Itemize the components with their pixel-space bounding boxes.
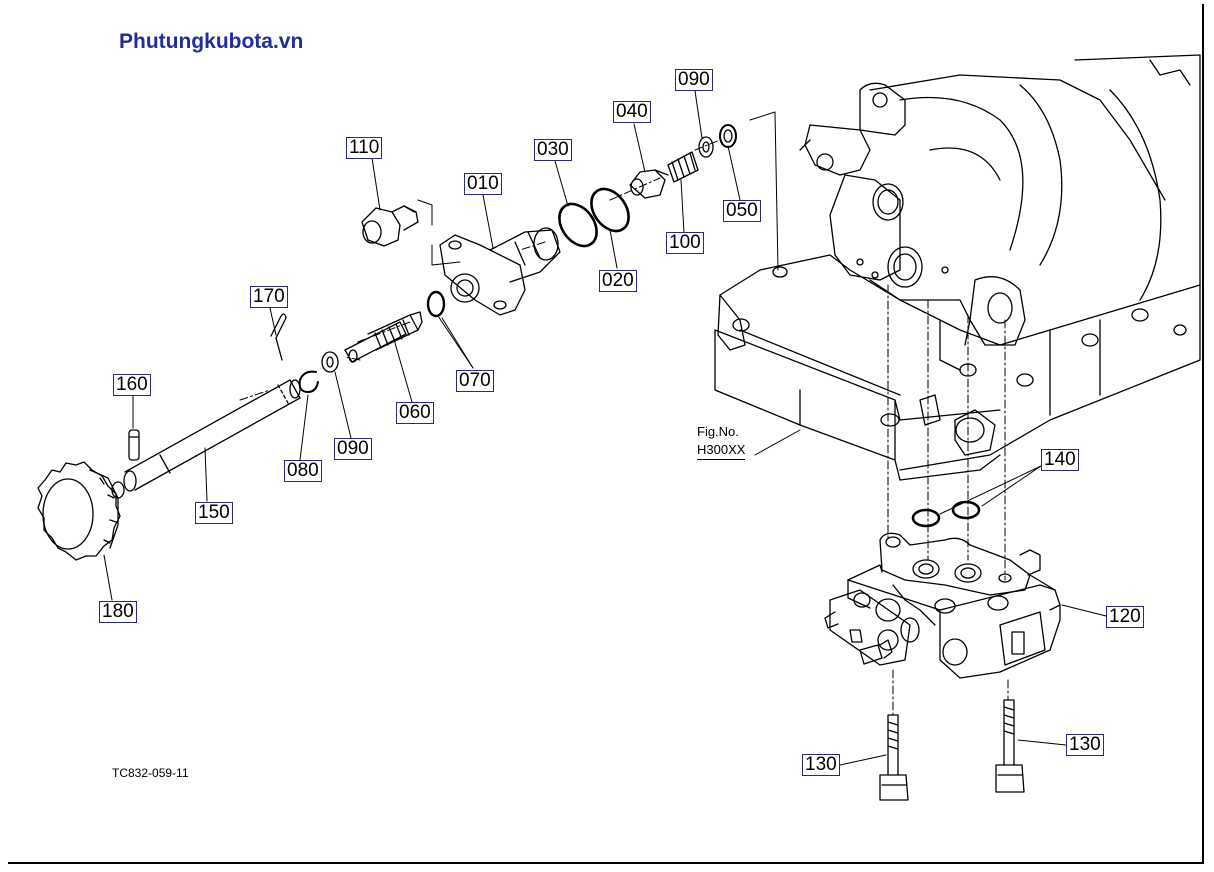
- brand-watermark: Phutungkubota.vn: [119, 30, 304, 53]
- figure-ref-line1: Fig.No.: [697, 424, 739, 439]
- o-ring-140a: [911, 508, 941, 528]
- figure-reference: Fig.No. H300XX: [697, 423, 746, 460]
- callout-090-top[interactable]: 090: [675, 69, 713, 91]
- callout-100[interactable]: 100: [666, 232, 704, 254]
- plug-110: [361, 205, 419, 247]
- callout-160[interactable]: 160: [113, 374, 151, 396]
- alignment-lines: [239, 139, 1009, 716]
- callout-110[interactable]: 110: [346, 137, 383, 159]
- callout-130-right[interactable]: 130: [1066, 734, 1104, 756]
- drawing-frame: [8, 4, 1204, 864]
- callout-030[interactable]: 030: [534, 139, 572, 161]
- callout-130-left[interactable]: 130: [802, 754, 840, 776]
- callout-010[interactable]: 010: [464, 173, 502, 195]
- o-ring-030: [558, 202, 598, 248]
- ring-050: [719, 124, 737, 148]
- o-ring-070: [426, 290, 446, 318]
- poppet-040: [629, 169, 669, 199]
- spool-060: [344, 311, 423, 363]
- o-ring-020: [590, 187, 630, 233]
- o-ring-140b: [951, 500, 981, 520]
- valve-block: [824, 532, 1061, 679]
- callout-060[interactable]: 060: [396, 402, 434, 424]
- valve-body-010: [439, 227, 561, 316]
- figure-ref-line2: H300XX: [697, 441, 746, 460]
- spring-100: [667, 151, 699, 183]
- callout-170[interactable]: 170: [250, 286, 288, 308]
- callout-090-mid[interactable]: 090: [334, 438, 372, 460]
- knob-180: [37, 461, 125, 561]
- callout-020[interactable]: 020: [599, 270, 637, 292]
- cotter-pin-170: [270, 313, 287, 361]
- bolt-130-left: [879, 714, 909, 801]
- callout-180[interactable]: 180: [99, 601, 137, 623]
- snap-ring-080: [298, 370, 319, 393]
- leader-lines: [103, 90, 1107, 766]
- shaft-150: [123, 379, 301, 492]
- drawing-code: TC832-059-11: [112, 766, 189, 780]
- bolt-130-right: [995, 699, 1025, 793]
- transmission-housing: [714, 54, 1201, 481]
- callout-050[interactable]: 050: [723, 200, 761, 222]
- leader-assembly: [749, 111, 779, 271]
- callout-070[interactable]: 070: [456, 370, 494, 392]
- pin-160: [128, 429, 140, 461]
- callout-150[interactable]: 150: [195, 502, 233, 524]
- washer-090-top: [698, 136, 714, 158]
- callout-080[interactable]: 080: [284, 460, 322, 482]
- callout-120[interactable]: 120: [1106, 606, 1144, 628]
- callout-140[interactable]: 140: [1041, 449, 1079, 471]
- callout-040[interactable]: 040: [613, 101, 651, 123]
- washer-090-mid: [321, 351, 339, 373]
